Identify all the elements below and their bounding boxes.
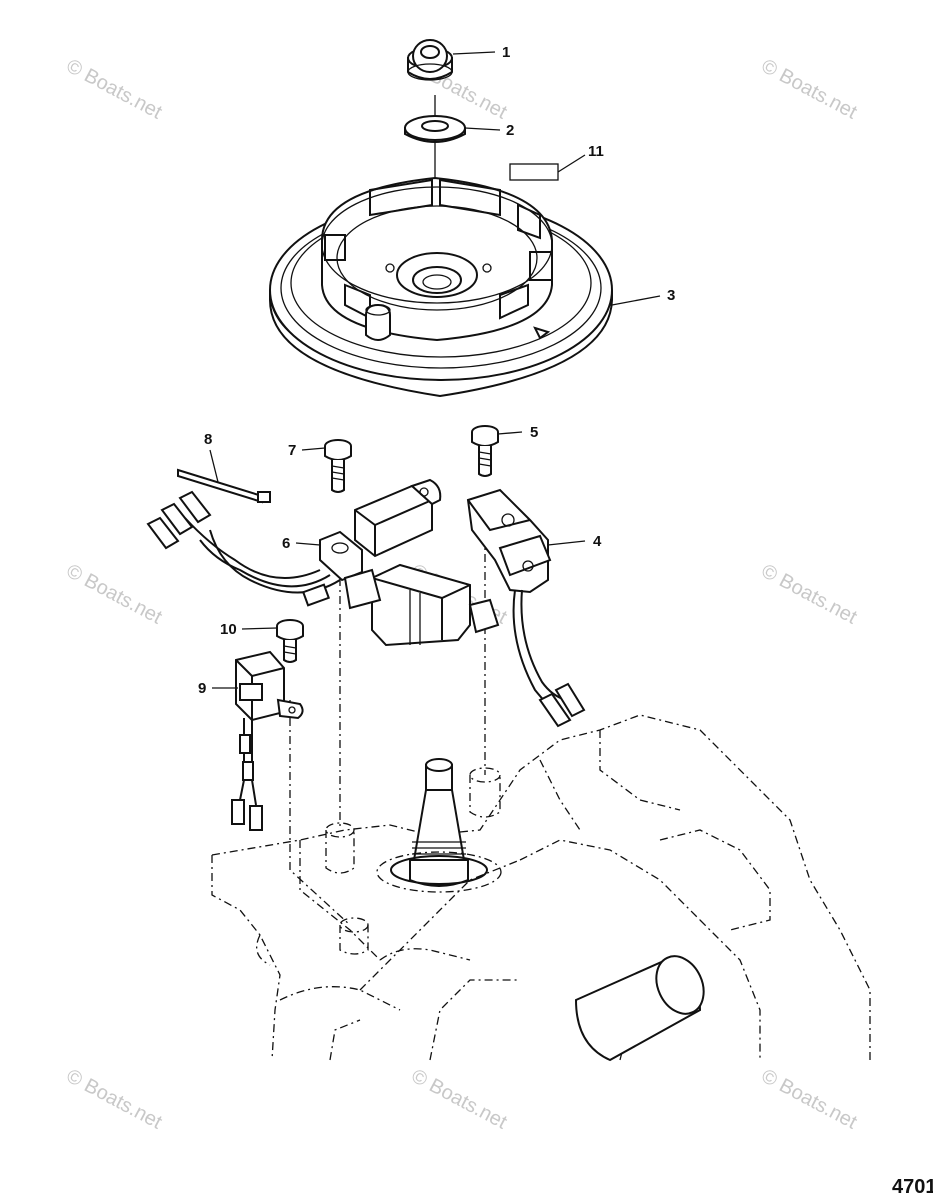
flywheel-nut: [407, 39, 453, 81]
pulser-coil: [466, 488, 586, 728]
decal: [509, 163, 559, 181]
watermark: © Boats.net: [63, 1065, 166, 1134]
screw-10: [276, 619, 304, 663]
charge-coil: [146, 478, 442, 607]
watermark: © Boats.net: [408, 1065, 511, 1134]
callout-9: 9: [198, 680, 238, 697]
callout-label: 11: [588, 143, 604, 160]
callout-11: 11: [557, 143, 604, 173]
callout-label: 1: [502, 44, 510, 61]
callout-3: 3: [611, 287, 675, 306]
callout-label: 2: [506, 122, 514, 139]
callout-label: 4: [593, 533, 602, 550]
watermark: © Boats.net: [758, 55, 861, 124]
callout-5: 5: [497, 424, 538, 441]
callout-2: 2: [464, 122, 514, 139]
screw-7: [324, 439, 352, 493]
watermark: © Boats.net: [63, 560, 166, 629]
callout-label: 9: [198, 680, 206, 697]
callout-6: 6: [282, 535, 321, 552]
callout-label: 6: [282, 535, 290, 552]
callout-label: 10: [220, 621, 237, 638]
callout-label: 7: [288, 442, 296, 459]
screw-5: [471, 425, 499, 477]
flywheel: [269, 176, 613, 398]
watermark: © Boats.net: [63, 55, 166, 124]
ignition-coil-block: [343, 563, 500, 647]
watermark: © Boats.net: [758, 1065, 861, 1134]
callout-label: 3: [667, 287, 675, 304]
sensor: [231, 650, 304, 831]
engine-block: [211, 714, 871, 1062]
flywheel-washer: [404, 115, 466, 143]
callout-8: 8: [204, 431, 219, 483]
callout-4: 4: [547, 533, 602, 550]
callout-10: 10: [220, 621, 278, 638]
cable-tie: [177, 468, 271, 504]
callout-1: 1: [452, 44, 510, 61]
watermark: © Boats.net: [758, 560, 861, 629]
callout-7: 7: [288, 442, 326, 459]
figure-number: 4701: [892, 1176, 933, 1198]
callout-label: 8: [204, 431, 212, 448]
callout-label: 5: [530, 424, 538, 441]
